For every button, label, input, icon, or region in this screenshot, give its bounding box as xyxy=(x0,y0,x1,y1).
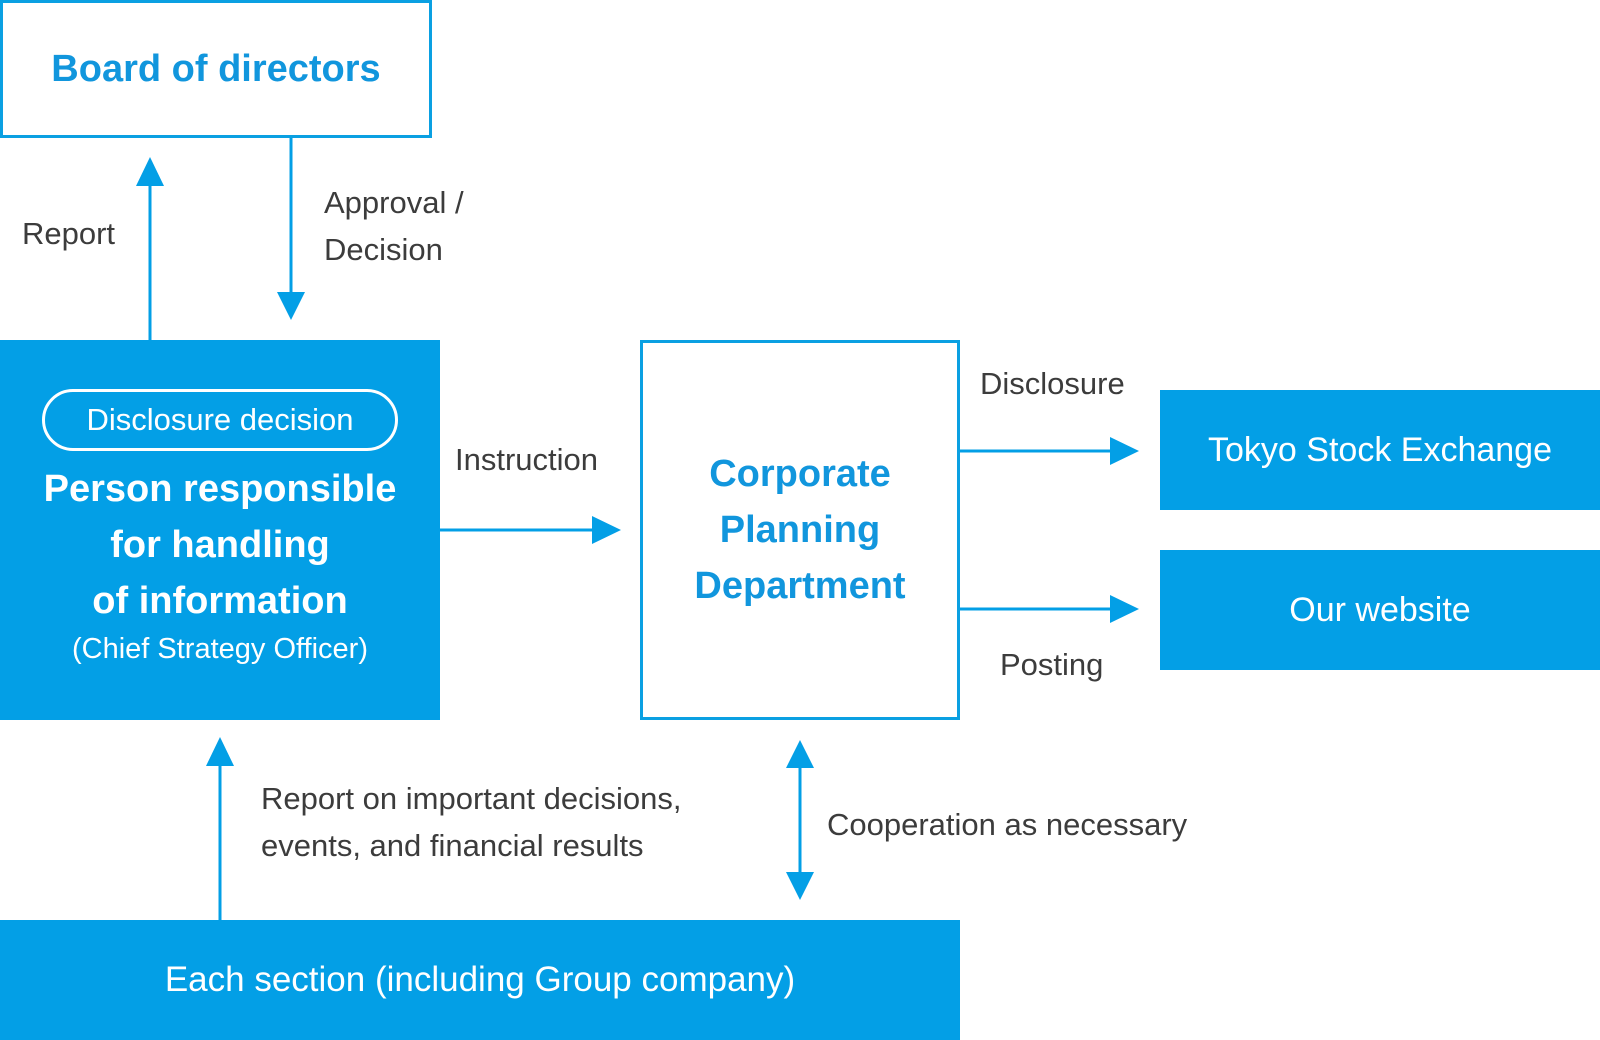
our-website-box: Our website xyxy=(1160,550,1600,670)
board-of-directors-box: Board of directors xyxy=(0,0,432,138)
cooperation-down-arrowhead xyxy=(786,872,814,900)
disclosure-arrowhead xyxy=(1110,437,1139,465)
report-label: Report xyxy=(22,216,116,251)
cooperation-label: Cooperation as necessary xyxy=(827,807,1188,842)
important-report-label-line1: Report on important decisions, xyxy=(261,781,682,816)
approval-arrowhead xyxy=(277,292,305,320)
report-arrowhead xyxy=(136,157,164,186)
cooperation-up-arrowhead xyxy=(786,740,814,768)
important-report-label-line2: events, and financial results xyxy=(261,828,644,863)
tokyo-stock-exchange-label: Tokyo Stock Exchange xyxy=(1208,430,1552,469)
person-responsible-title: Person responsible for handling of infor… xyxy=(43,468,397,622)
each-section-box: Each section (including Group company) xyxy=(0,920,960,1040)
person-responsible-box: Disclosure decision Person responsible f… xyxy=(0,340,440,720)
disclosure-decision-pill: Disclosure decision xyxy=(42,389,398,451)
approval-label-line1: Approval / xyxy=(324,185,464,220)
instruction-label: Instruction xyxy=(455,442,599,477)
posting-label: Posting xyxy=(1000,647,1104,682)
posting-arrowhead xyxy=(1110,595,1139,623)
person-role-label: (Chief Strategy Officer) xyxy=(71,633,368,665)
corporate-planning-box: Corporate Planning Department xyxy=(640,340,960,720)
instruction-arrowhead xyxy=(592,516,621,544)
board-of-directors-label: Board of directors xyxy=(51,47,381,90)
tokyo-stock-exchange-box: Tokyo Stock Exchange xyxy=(1160,390,1600,510)
corporate-planning-label: Corporate Planning Department xyxy=(694,453,906,607)
disclosure-label: Disclosure xyxy=(980,366,1125,401)
approval-label-line2: Decision xyxy=(324,232,443,267)
disclosure-decision-label: Disclosure decision xyxy=(86,402,354,437)
each-section-label: Each section (including Group company) xyxy=(164,960,796,999)
our-website-label: Our website xyxy=(1289,590,1471,629)
important-report-arrowhead xyxy=(206,737,234,766)
